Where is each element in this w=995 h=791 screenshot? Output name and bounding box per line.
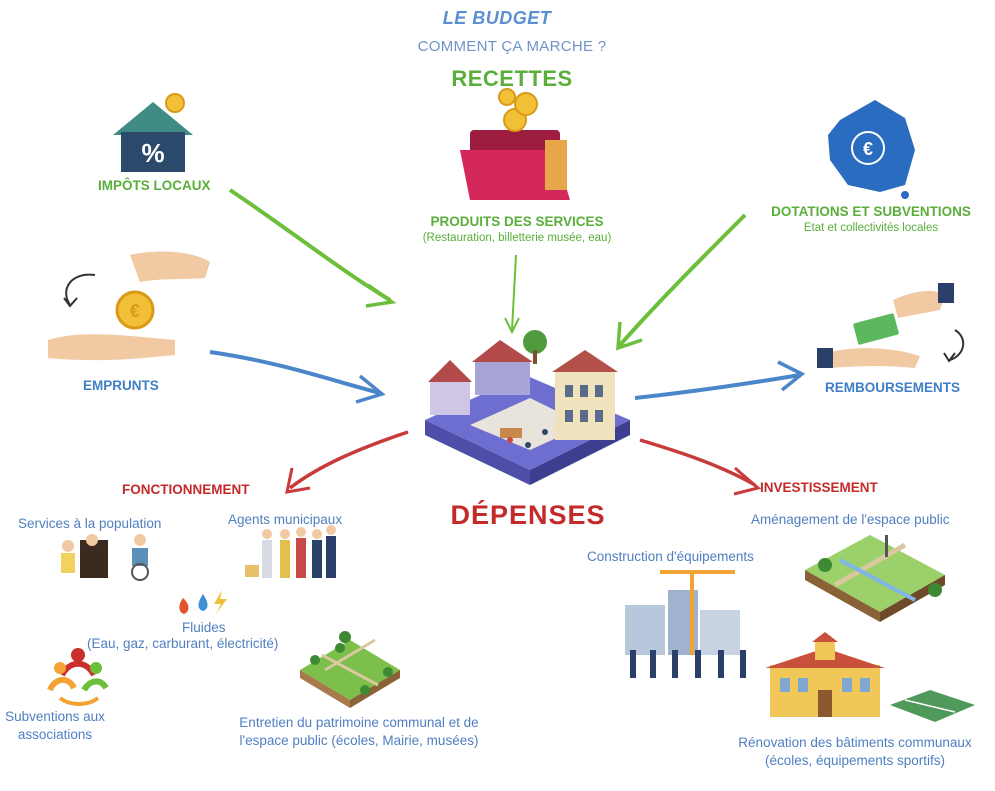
- arrow-impots: [228, 188, 397, 308]
- budget-subtitle: COMMENT ÇA MARCHE ?: [417, 38, 607, 55]
- impots-label: IMPÔTS LOCAUX: [98, 178, 211, 193]
- construction-icon: [625, 570, 746, 678]
- produits-detail: (Restauration, billetterie musée, eau): [422, 232, 612, 244]
- school-building-icon: [765, 632, 975, 722]
- subventions-label: Subventions aux associations: [5, 708, 105, 744]
- park-icon: [300, 631, 400, 708]
- entretien-line-2: l'espace public (écoles, Mairie, musées): [239, 733, 479, 748]
- town-illustration: [425, 330, 630, 485]
- svg-text:%: %: [141, 138, 164, 168]
- public-space-icon: [805, 535, 945, 622]
- entretien-label: Entretien du patrimoine communal et de l…: [239, 714, 478, 750]
- arrow-fonctionnement: [285, 430, 409, 494]
- folder-coins-icon: [460, 88, 570, 200]
- people-services-icon: [61, 534, 149, 581]
- produits-label: PRODUITS DES SERVICES: [430, 214, 604, 229]
- workers-icon: [245, 525, 336, 578]
- agents-label: Agents municipaux: [228, 512, 343, 527]
- services-label: Services à la population: [18, 516, 162, 531]
- house-percent-icon: %: [113, 93, 193, 172]
- france-euro-icon: €: [828, 100, 915, 199]
- association-people-icon: [47, 648, 109, 706]
- budget-title: LE BUDGET: [442, 8, 552, 28]
- dotations-label: DOTATIONS ET SUBVENTIONS: [771, 204, 971, 219]
- fluides-detail: (Eau, gaz, carburant, électricité): [87, 636, 279, 651]
- entretien-line-1: Entretien du patrimoine communal et de: [239, 715, 479, 730]
- subventions-line-1: Subventions aux: [5, 709, 105, 724]
- investissement-label: INVESTISSEMENT: [760, 480, 878, 495]
- hands-coin-icon: €: [48, 251, 210, 361]
- emprunts-label: EMPRUNTS: [83, 378, 159, 393]
- fonctionnement-label: FONCTIONNEMENT: [122, 482, 250, 497]
- renovation-line-1: Rénovation des bâtiments communaux: [738, 735, 972, 750]
- arrow-remboursements: [634, 360, 806, 400]
- fluides-label: Fluides: [182, 620, 226, 635]
- recettes-heading: RECETTES: [451, 66, 573, 91]
- hands-banknote-icon: [817, 283, 965, 368]
- arrow-emprunts: [209, 350, 386, 404]
- arrow-dotations: [616, 213, 747, 351]
- arrow-investissement: [639, 438, 762, 496]
- svg-text:€: €: [863, 139, 873, 159]
- construction-label: Construction d'équipements: [587, 549, 754, 564]
- svg-text:€: €: [130, 301, 140, 321]
- amenagement-label: Aménagement de l'espace public: [751, 512, 950, 527]
- subventions-line-2: associations: [17, 727, 93, 742]
- renovation-line-2: (écoles, équipements sportifs): [764, 753, 946, 768]
- dotations-detail: Etat et collectivités locales: [803, 222, 939, 234]
- renovation-label: Rénovation des bâtiments communaux (écol…: [738, 734, 971, 770]
- arrow-produits: [504, 254, 520, 335]
- fluides-icon: [179, 590, 227, 614]
- depenses-title: DÉPENSES: [450, 500, 606, 530]
- remboursements-label: REMBOURSEMENTS: [825, 380, 961, 395]
